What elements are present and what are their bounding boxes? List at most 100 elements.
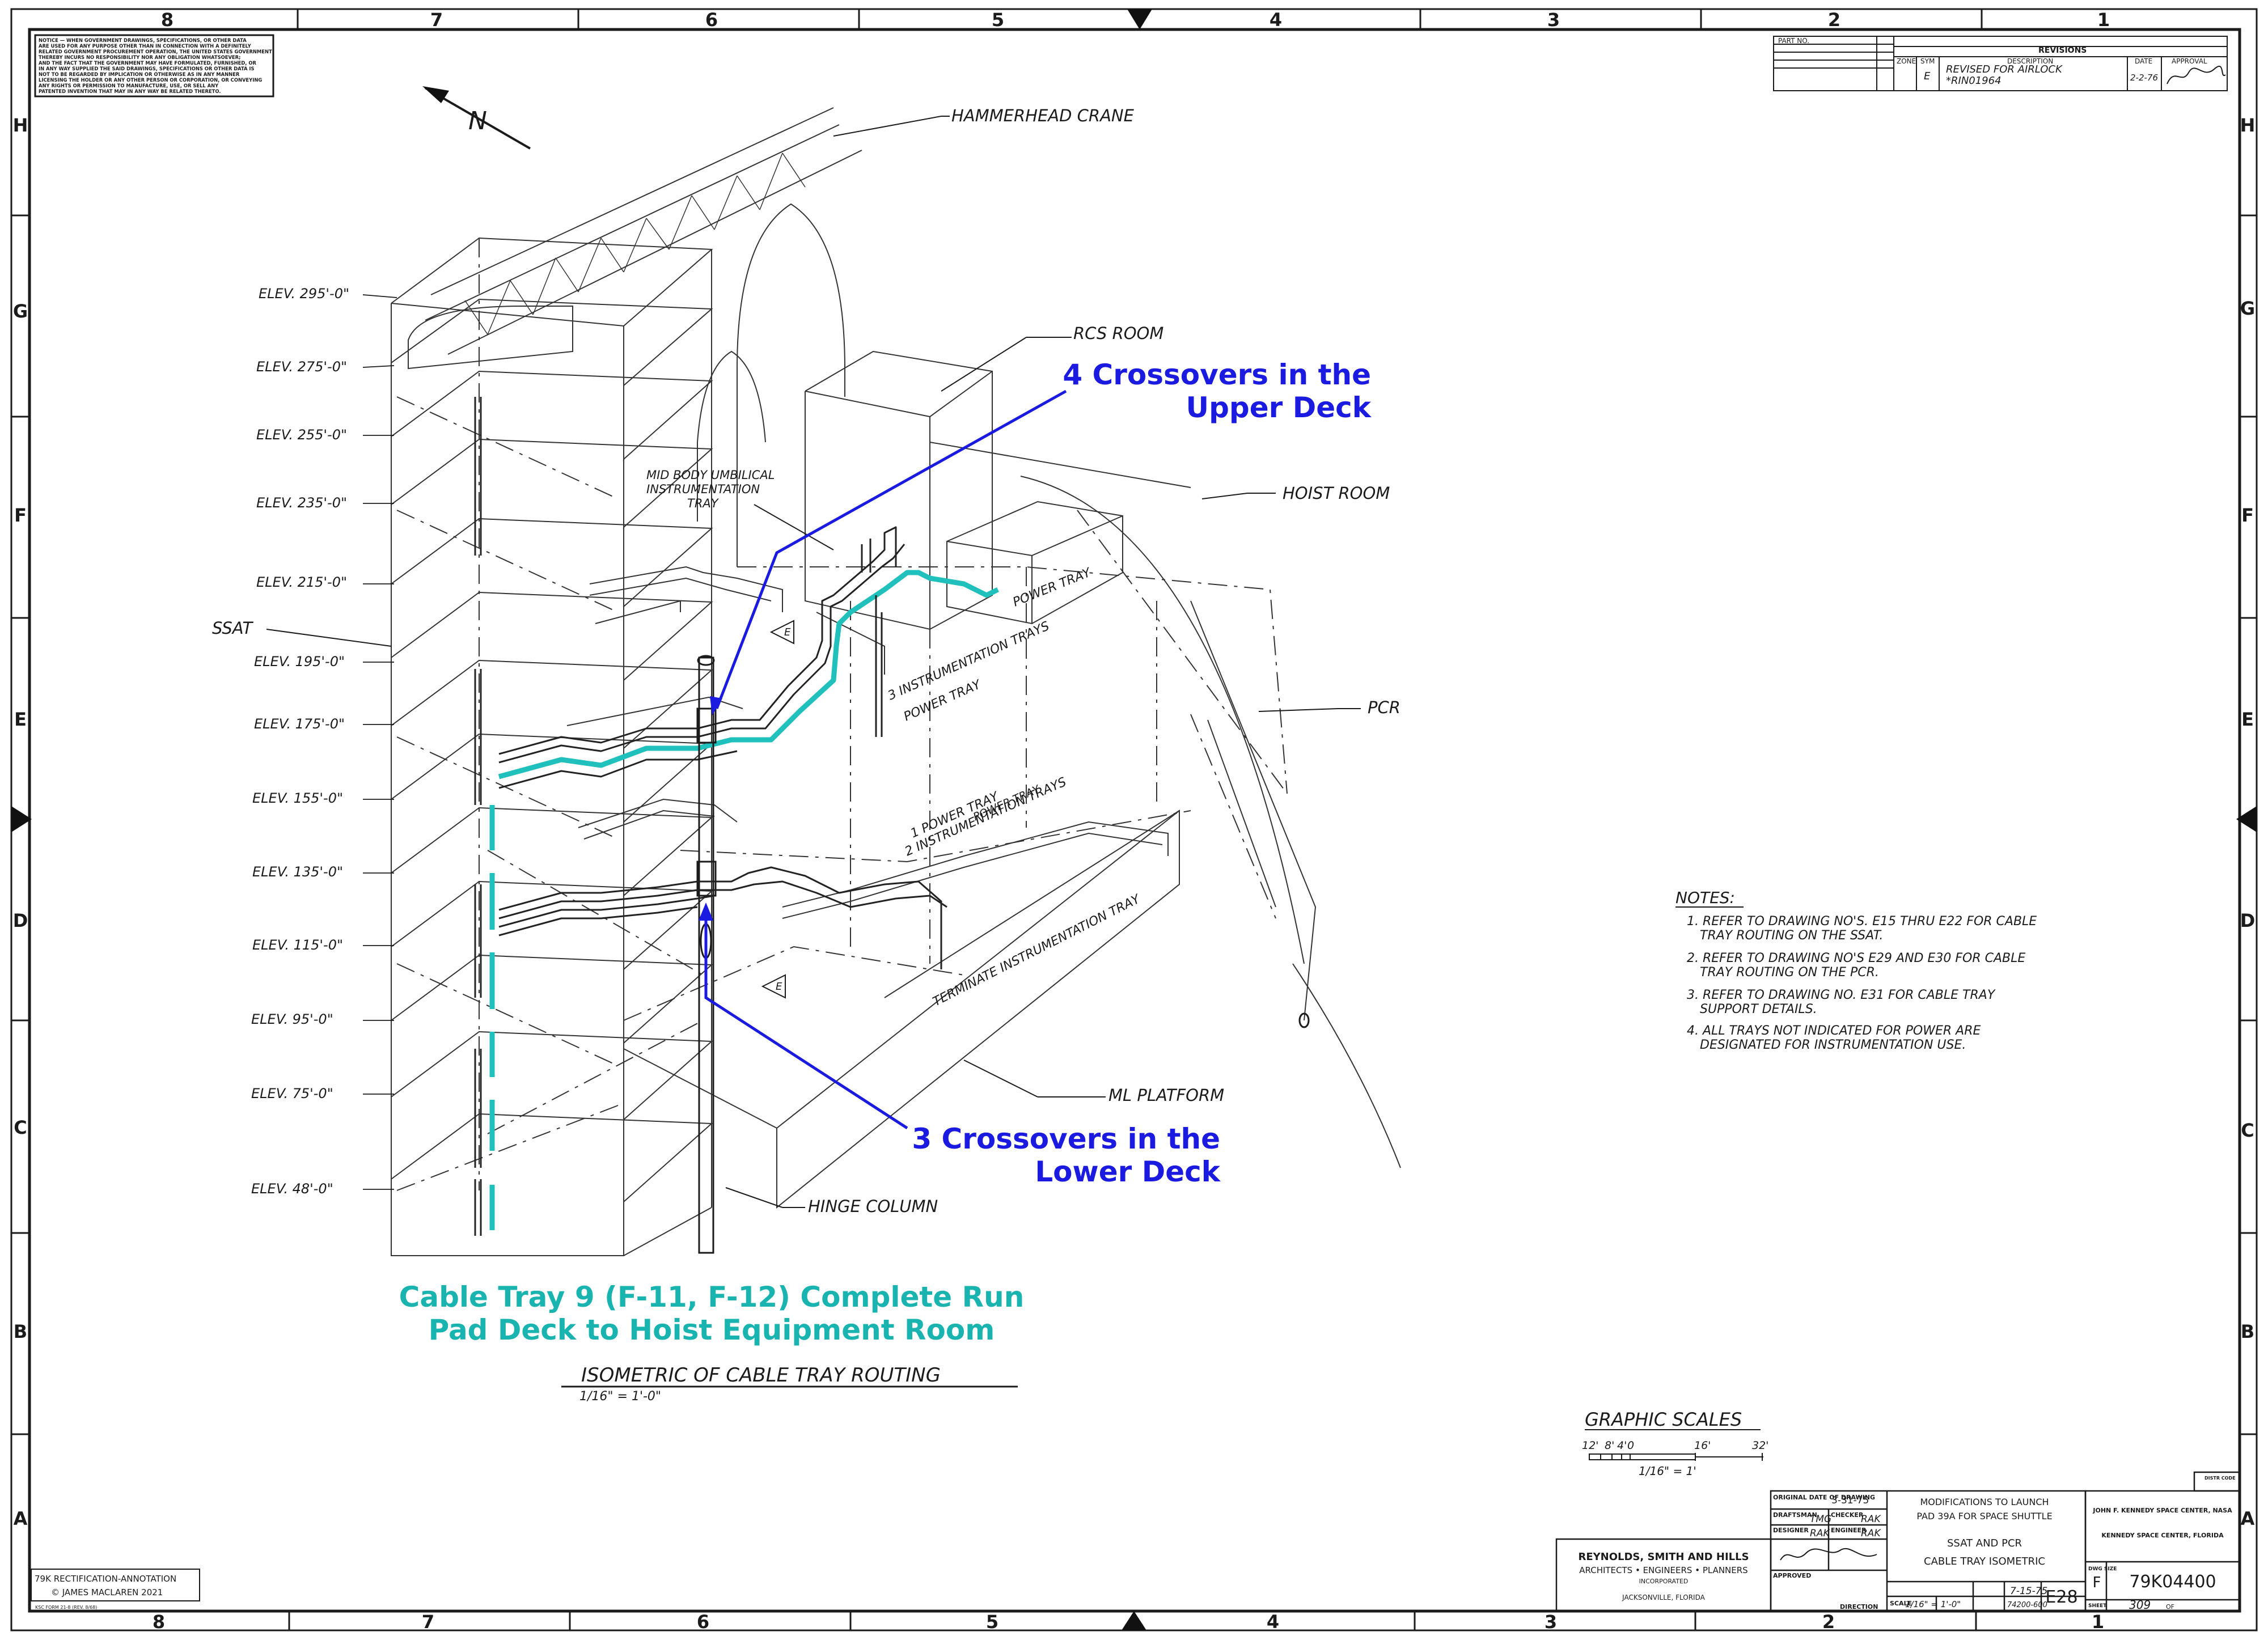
size-label: DWG SIZE [2088, 1566, 2117, 1572]
note-line: 2. REFER TO DRAWING NO'S E29 AND E30 FOR… [1687, 951, 2025, 965]
zone-col-top-3: 3 [1547, 9, 1560, 31]
sheet-number-value: 309 [2129, 1598, 2151, 1612]
centering-mark-top [1127, 9, 1152, 29]
callout-labels: HAMMERHEAD CRANE RCS ROOM HOIST ROOM PCR… [212, 106, 1400, 1216]
scale-value: 1/16" = 1'-0" [1905, 1599, 1961, 1609]
rev-description-value: REVISED FOR AIRLOCK [1946, 63, 2063, 75]
checker-label: CHECKER [1831, 1511, 1864, 1519]
north-arrow: N [422, 86, 531, 150]
upper-annotation-line: 4 Crossovers in the [1063, 358, 1371, 391]
north-arrow-icon [422, 86, 449, 103]
rev-col-sym: SYM [1920, 57, 1935, 65]
sheet-ref-value: 74200-600 [2007, 1601, 2047, 1609]
midbody-umbilical-label: MID BODY UMBILICAL INSTRUMENTATION TRAY [646, 468, 775, 510]
cable-tray-annotation: Cable Tray 9 (F-11, F-12) Complete Run P… [399, 1281, 1025, 1346]
zone-row-left-d: D [13, 910, 28, 931]
revisions-title: REVISIONS [2038, 46, 2087, 55]
approved-label: APPROVED [1773, 1572, 1811, 1579]
note-line: 1. REFER TO DRAWING NO'S. E15 THRU E22 F… [1687, 914, 2037, 929]
view-title: ISOMETRIC OF CABLE TRAY ROUTING 1/16" = … [561, 1364, 1018, 1404]
zone-row-right-f: F [2241, 505, 2254, 526]
general-notes: NOTES: 1. REFER TO DRAWING NO'S. E15 THR… [1675, 888, 2037, 1052]
engineer-label: ENGINEER [1831, 1527, 1867, 1534]
footer-credit: 79K RECTIFICATION-ANNOTATION © JAMES MAC… [31, 1569, 200, 1610]
ssat-label: SSAT [212, 618, 254, 638]
approval-signature [1780, 1548, 1877, 1561]
elevation-label: ELEV. 95'-0" [251, 1011, 333, 1027]
scale-label: SCALE [1890, 1600, 1912, 1607]
pcr-label: PCR [1368, 698, 1400, 717]
elevation-label: ELEV. 115'-0" [252, 937, 343, 953]
zone-col-top-8: 8 [161, 9, 174, 31]
notes-heading: NOTES: [1675, 888, 1735, 907]
notice-line: NOT TO BE REGARDED BY IMPLICATION OR OTH… [39, 71, 240, 77]
cable-tray-annotation-line: Pad Deck to Hoist Equipment Room [429, 1313, 995, 1346]
centering-mark-right [2236, 806, 2257, 832]
scale-tick: 32' [1752, 1439, 1768, 1452]
notice-line: ANY RIGHTS OR PERMISSION TO MANUFACTURE,… [39, 83, 219, 88]
form-number: KSC FORM 21-8 (REV. 8/68) [35, 1605, 97, 1610]
drawing-number-value: 79K04400 [2129, 1572, 2216, 1592]
zone-col-top-6: 6 [705, 9, 718, 31]
note-line: SUPPORT DETAILS. [1700, 1002, 1817, 1016]
zone-col-top-2: 2 [1828, 9, 1840, 31]
rectification-line: © JAMES MACLAREN 2021 [51, 1587, 163, 1597]
elevation-labels: ELEV. 295'-0" ELEV. 275'-0" ELEV. 255'-0… [251, 286, 349, 1197]
hinge-column-label: HINGE COLUMN [808, 1197, 938, 1216]
zone-row-left-f: F [14, 505, 27, 526]
zone-row-left-b: B [14, 1321, 27, 1342]
rss-structure [623, 350, 1401, 1168]
view-title-text: ISOMETRIC OF CABLE TRAY ROUTING [581, 1364, 941, 1387]
note-line: TRAY ROUTING ON THE PCR. [1700, 965, 1879, 980]
note-line: 3. REFER TO DRAWING NO. E31 FOR CABLE TR… [1687, 988, 1996, 1002]
upper-annotation-line: Upper Deck [1186, 391, 1372, 424]
engineer-value: RAK [1861, 1528, 1881, 1539]
notice-line: ARE USED FOR ANY PURPOSE OTHER THAN IN C… [39, 43, 252, 49]
swing-hinge [1298, 1012, 1310, 1028]
elevation-label: ELEV. 48'-0" [251, 1181, 333, 1197]
approved-date-value: 7-15-75 [2010, 1586, 2047, 1597]
detail-tag-e: E [784, 626, 791, 638]
midbody-label-line: MID BODY UMBILICAL [646, 468, 775, 482]
zone-row-left-h: H [13, 115, 28, 136]
rev-col-description: DESCRIPTION [2007, 57, 2053, 65]
upper-deck-trays [498, 526, 1000, 789]
lower-deck-annotation: 3 Crossovers in the Lower Deck [912, 1122, 1221, 1188]
graphic-scale-ratio: 1/16" = 1' [1639, 1464, 1696, 1478]
sheet-border [10, 8, 2258, 1631]
zone-col-bottom-4: 4 [1267, 1611, 1279, 1633]
zone-row-left-c: C [14, 1117, 27, 1138]
notice-line: AND THE FACT THAT THE GOVERNMENT MAY HAV… [39, 60, 257, 66]
graphic-scales-title: GRAPHIC SCALES [1585, 1409, 1742, 1430]
approval-signature [2167, 65, 2226, 84]
rev-description-value-2: *RIN01964 [1946, 75, 2002, 87]
drawing-title-line: SSAT AND PCR [1947, 1537, 2022, 1549]
zone-col-bottom-5: 5 [986, 1611, 998, 1633]
sheet-label: SHEET [2088, 1603, 2107, 1609]
elevation-label: ELEV. 215'-0" [256, 574, 347, 590]
designer-value: RAK [1810, 1528, 1830, 1539]
elevation-label: ELEV. 255'-0" [256, 427, 347, 443]
arrow-head-icon [710, 696, 722, 715]
elevation-label: ELEV. 275'-0" [256, 359, 347, 375]
rev-date-value: 2-2-76 [2130, 73, 2158, 83]
note-line: DESIGNATED FOR INSTRUMENTATION USE. [1700, 1038, 1966, 1052]
scale-tick: 16' [1694, 1439, 1711, 1452]
rev-col-zone: ZONE [1897, 57, 1916, 65]
drawing-size-value: F [2093, 1574, 2101, 1591]
firm-incorporated: INCORPORATED [1639, 1578, 1689, 1585]
dist-code-label: DISTR CODE [2204, 1476, 2236, 1481]
detail-tag: E E [761, 620, 794, 999]
firm-disciplines: ARCHITECTS • ENGINEERS • PLANNERS [1579, 1565, 1747, 1575]
view-scale-text: 1/16" = 1'-0" [579, 1389, 661, 1404]
title-block: REYNOLDS, SMITH AND HILLS ARCHITECTS • E… [1555, 1471, 2241, 1612]
hinge-column [696, 655, 717, 1254]
shuttle-stack [697, 203, 845, 567]
upper-deck-walkways [566, 566, 1169, 919]
firm-name: REYNOLDS, SMITH AND HILLS [1578, 1551, 1749, 1563]
terminate-label: TERMINATE INSTRUMENTATION TRAY [930, 892, 1143, 1009]
designer-label: DESIGNER [1773, 1527, 1809, 1534]
scale-tick: 0 [1627, 1439, 1634, 1452]
of-label: OF [2166, 1603, 2174, 1611]
